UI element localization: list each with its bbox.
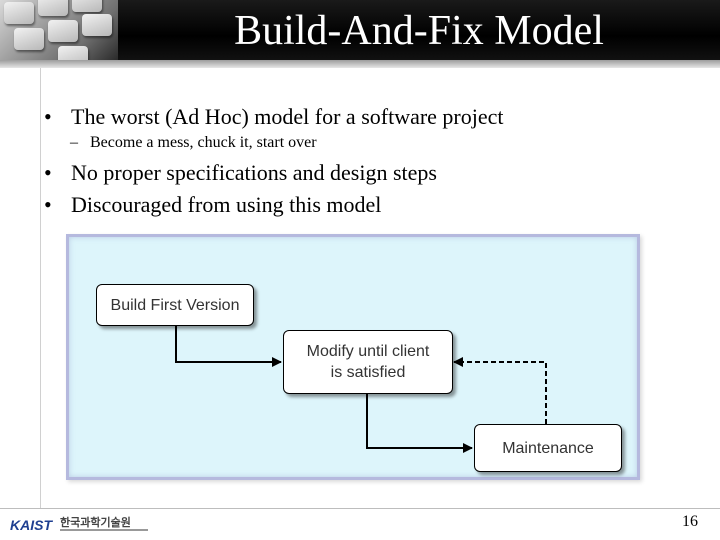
modify-label-line2: is satisfied bbox=[331, 362, 406, 383]
footer-line bbox=[0, 508, 720, 509]
maintenance-box: Maintenance bbox=[474, 424, 622, 472]
kaist-english-name-line bbox=[60, 529, 148, 531]
maintenance-label: Maintenance bbox=[502, 438, 594, 459]
arrow-build-to-modify bbox=[176, 326, 281, 362]
kaist-korean-name: 한국과학기술원 bbox=[60, 514, 131, 530]
kaist-logo: KAIST bbox=[10, 517, 52, 533]
arrow-maintenance-to-modify bbox=[454, 362, 546, 424]
modify-label-line1: Modify until client bbox=[307, 341, 430, 362]
build-first-version-label: Build First Version bbox=[111, 295, 240, 316]
page-number: 16 bbox=[682, 513, 698, 531]
arrow-modify-to-maintenance bbox=[367, 394, 472, 448]
build-first-version-box: Build First Version bbox=[96, 284, 254, 326]
modify-box: Modify until client is satisfied bbox=[283, 330, 453, 394]
